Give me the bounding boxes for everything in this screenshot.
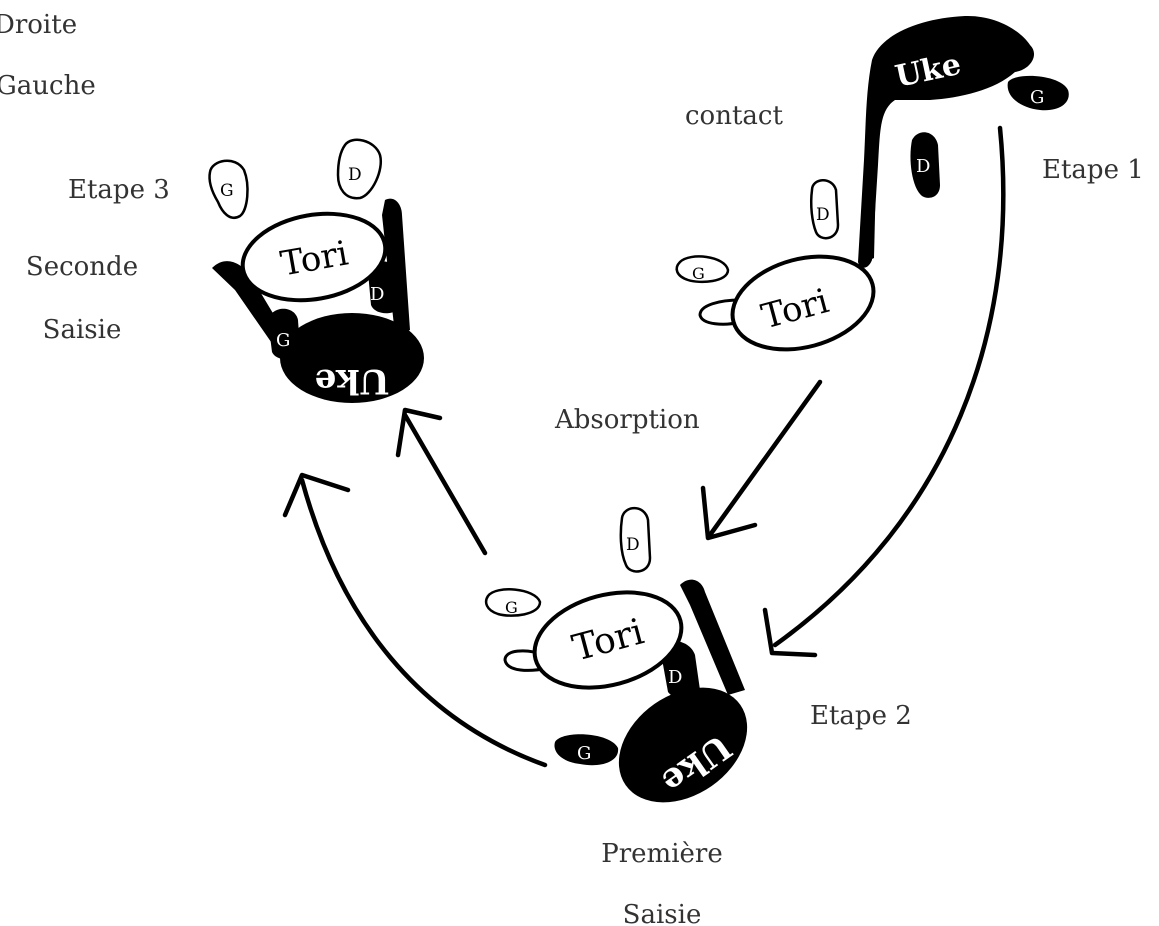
step1-tori-foot-left xyxy=(675,255,730,284)
step3-tori-body xyxy=(240,211,388,303)
step2-figure: Uke G D Tori D G xyxy=(484,506,748,803)
step2-uke-foot-left-letter: G xyxy=(577,743,591,764)
step1-tori-foot-right-letter: D xyxy=(816,205,830,225)
arrow-absorption xyxy=(700,379,823,541)
step3-uke-body xyxy=(280,313,424,403)
legend-left-label: Gauche xyxy=(0,71,96,101)
step2-phase-line2: Saisie xyxy=(623,900,702,926)
step2-tori-foot-right-letter: D xyxy=(626,535,640,555)
legend-right-label: Droite xyxy=(0,10,77,40)
step3-tori-foot-left-letter: G xyxy=(220,181,234,201)
step1-uke-foot-left xyxy=(1007,75,1069,111)
step3-uke-foot-right xyxy=(368,261,400,314)
step1-uke-foot-left-letter: G xyxy=(1030,87,1044,108)
step3-uke-arm-right xyxy=(382,198,410,335)
step1-phase-label: contact xyxy=(685,101,783,131)
step2-tori-foot-left xyxy=(484,588,542,617)
transition-label: Absorption xyxy=(554,405,700,435)
step1-tori-arm xyxy=(698,298,741,326)
step3-uke-foot-left xyxy=(268,308,300,360)
step2-uke-foot-left xyxy=(554,734,619,766)
step1-tori-body xyxy=(730,254,876,352)
step2-uke-foot-right-letter: D xyxy=(668,667,682,688)
step1-uke-foot-right-letter: D xyxy=(916,156,930,177)
step3-uke-foot-right-letter: D xyxy=(370,284,384,305)
step1-figure: Uke G D Tori D G xyxy=(675,15,1069,352)
arrow-step2-to-step3-inner xyxy=(395,407,488,556)
step1-tori-foot-right xyxy=(809,179,840,240)
arrow-step2-to-step3-outer xyxy=(282,472,548,768)
step2-phase-line1: Première xyxy=(601,839,722,869)
step2-tori-foot-left-letter: G xyxy=(505,598,518,617)
step2-tori-foot-right xyxy=(619,506,652,573)
step3-label: Etape 3 xyxy=(68,175,170,205)
step2-tori-body xyxy=(532,590,684,690)
step3-tori-foot-right xyxy=(336,138,383,200)
step1-uke-body xyxy=(858,15,1035,268)
step2-label: Etape 2 xyxy=(810,701,912,731)
step3-phase-line1: Seconde xyxy=(26,252,138,282)
step1-uke-arm xyxy=(866,170,876,262)
step1-label: Etape 1 xyxy=(1042,155,1144,185)
step1-uke-foot-right xyxy=(910,132,940,198)
step3-phase-line2: Saisie xyxy=(43,315,122,345)
step3-tori-foot-right-letter: D xyxy=(348,165,362,185)
step3-uke-foot-left-letter: G xyxy=(276,330,290,351)
step3-uke-name: Uke xyxy=(315,361,390,401)
step2-uke-arm xyxy=(680,579,745,695)
step1-tori-foot-left-letter: G xyxy=(692,264,705,283)
step3-tori-foot-left xyxy=(208,159,249,219)
step2-uke-body xyxy=(618,687,748,803)
arrow-step1-to-step2 xyxy=(762,125,1006,658)
step3-figure: Uke G D Tori G D xyxy=(208,138,424,403)
